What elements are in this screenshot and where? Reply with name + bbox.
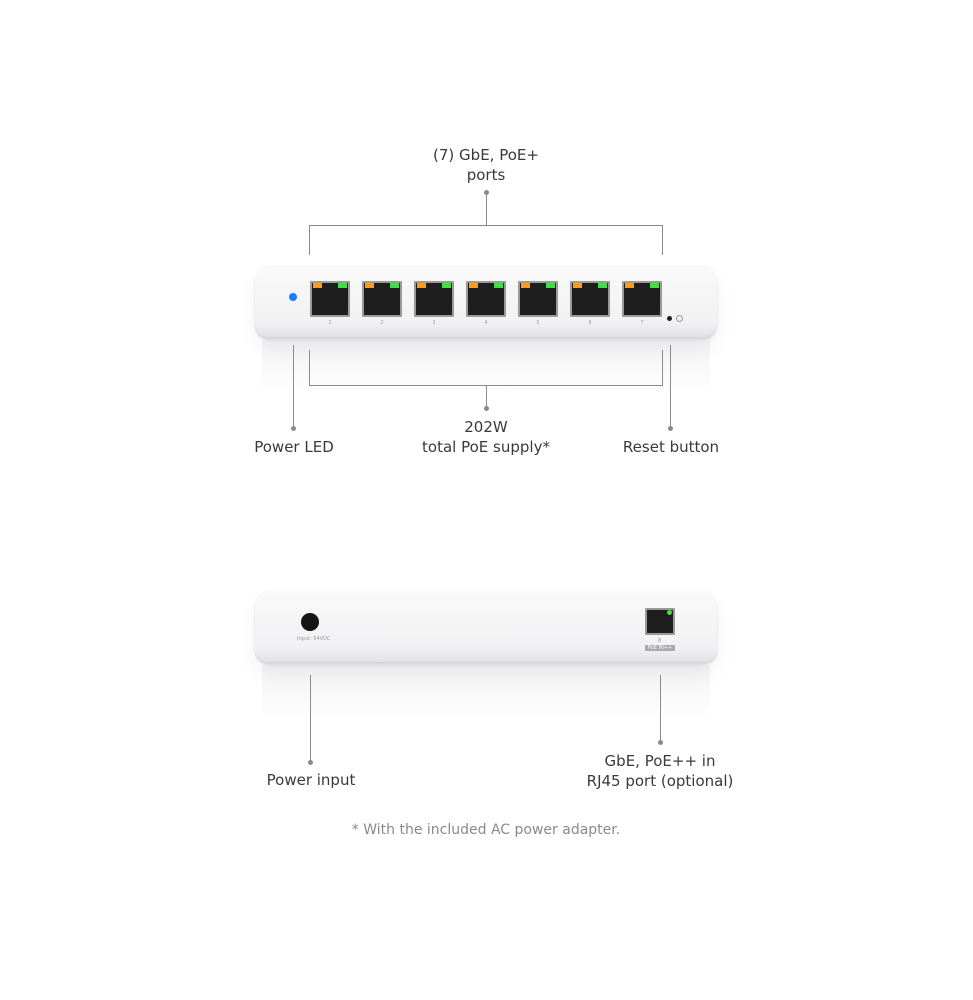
link-led-icon <box>598 283 607 288</box>
callout-line <box>486 192 487 225</box>
activity-led-icon <box>573 283 582 288</box>
callout-dot <box>308 760 313 765</box>
power-input-marking: Input: 54VDC <box>297 636 331 642</box>
reset-label: Reset button <box>622 438 720 456</box>
port-number: 4 <box>484 320 488 326</box>
footnote: * With the included AC power adapter. <box>351 822 621 838</box>
poe-bracket-right <box>662 350 663 385</box>
reset-button <box>667 316 672 321</box>
link-led-icon <box>442 283 451 288</box>
callout-line <box>670 345 671 427</box>
ethernet-port: 5 <box>518 281 558 326</box>
activity-led-icon <box>625 283 634 288</box>
port-number: 3 <box>432 320 436 326</box>
ports-label-line2: ports <box>466 166 506 184</box>
callout-line <box>660 675 661 742</box>
rear-reflection <box>262 665 710 720</box>
ports-bracket-left <box>309 225 310 255</box>
uplink-label: GbE, PoE++ in RJ45 port (optional) <box>587 751 734 791</box>
power-led-icon <box>289 293 297 301</box>
link-led-icon <box>546 283 555 288</box>
activity-led-icon <box>417 283 426 288</box>
ethernet-port: 2 <box>362 281 402 326</box>
callout-line <box>310 675 311 762</box>
link-led-icon <box>338 283 347 288</box>
ethernet-port: 6 <box>570 281 610 326</box>
ethernet-port: 1 <box>310 281 350 326</box>
callout-line <box>293 345 294 427</box>
switch-rear: Input: 54VDC 8 PoE IN++ <box>255 590 717 662</box>
switch-front: 1 2 3 4 5 6 7 <box>255 265 717 337</box>
port-number: 5 <box>536 320 540 326</box>
poe-label: 202W total PoE supply* <box>422 417 550 457</box>
ports-label-line1: (7) GbE, PoE+ <box>433 146 539 164</box>
ethernet-port: 4 <box>466 281 506 326</box>
link-led-icon <box>494 283 503 288</box>
poe-label-line1: 202W <box>464 418 508 436</box>
uplink-label-line1: GbE, PoE++ in <box>604 752 716 770</box>
ports-label: (7) GbE, PoE+ ports <box>433 145 539 185</box>
uplink-port <box>645 608 675 635</box>
port-number: 1 <box>328 320 332 326</box>
activity-led-icon <box>521 283 530 288</box>
callout-dot <box>291 426 296 431</box>
callout-dot <box>658 740 663 745</box>
link-led-icon <box>390 283 399 288</box>
uplink-port-number: 8 <box>658 638 662 644</box>
callout-line <box>486 385 487 408</box>
ethernet-port: 3 <box>414 281 454 326</box>
activity-led-icon <box>313 283 322 288</box>
power-led-label: Power LED <box>254 438 334 456</box>
port-number: 6 <box>588 320 592 326</box>
poe-label-line2: total PoE supply* <box>422 438 550 456</box>
port-number: 7 <box>640 320 644 326</box>
callout-dot <box>484 406 489 411</box>
uplink-label-line2: RJ45 port (optional) <box>586 772 734 790</box>
uplink-marking: PoE IN++ <box>645 645 675 651</box>
callout-dot <box>668 426 673 431</box>
activity-led-icon <box>469 283 478 288</box>
power-input-label: Power input <box>266 771 356 789</box>
link-led-icon <box>650 283 659 288</box>
reset-icon <box>676 315 683 322</box>
activity-led-icon <box>365 283 374 288</box>
ethernet-port: 7 <box>622 281 662 326</box>
power-jack-icon <box>301 613 319 631</box>
port-number: 2 <box>380 320 384 326</box>
ports-bracket <box>309 225 662 226</box>
ports-bracket-right <box>662 225 663 255</box>
poe-bracket-left <box>309 350 310 385</box>
